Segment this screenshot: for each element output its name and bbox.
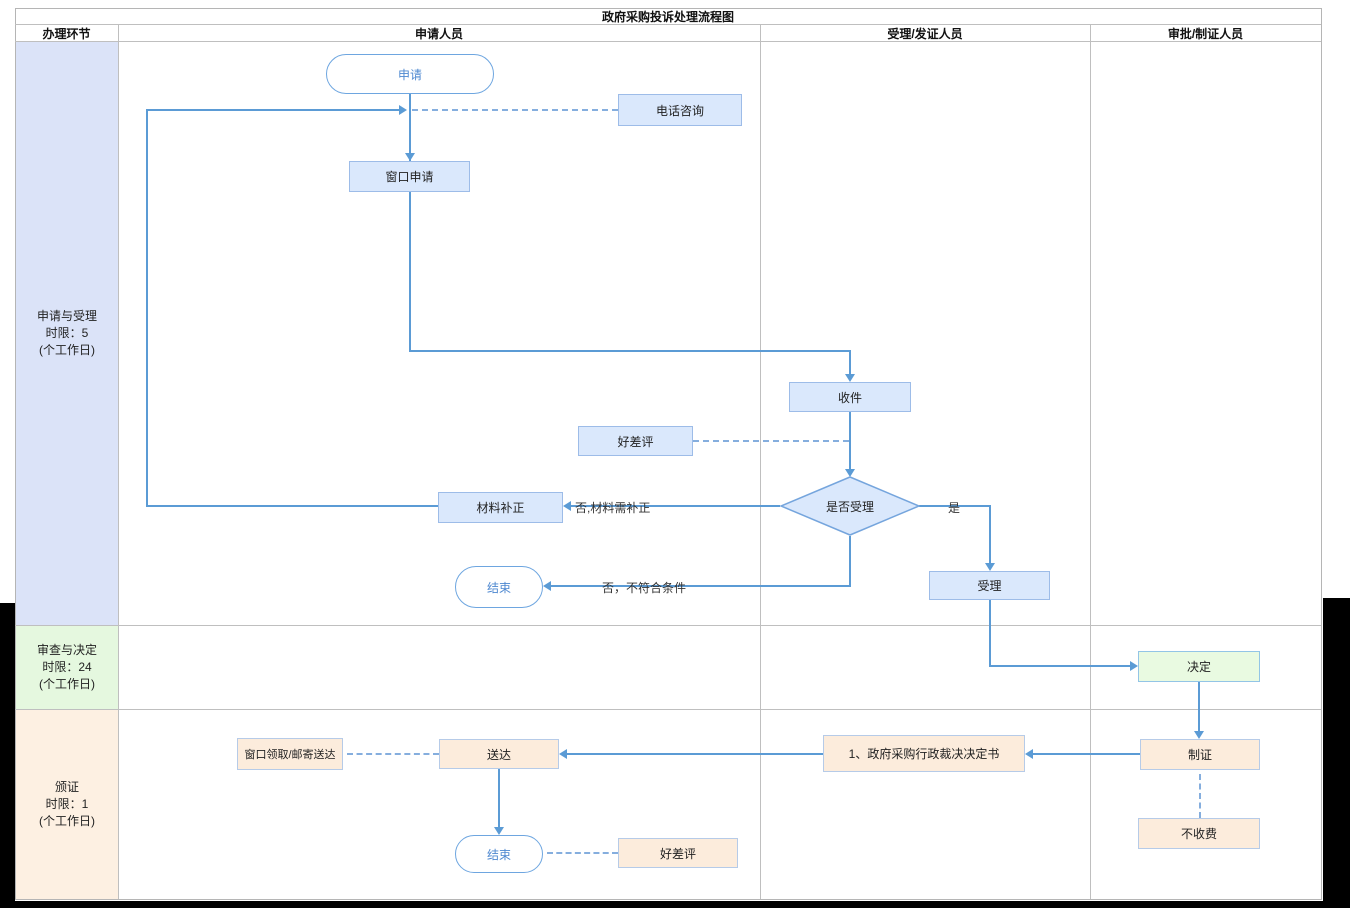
arrowhead-receive [845,374,855,382]
edge-accept-across [989,665,1130,667]
edge-receive-to-decision [849,412,851,469]
edge-review-top-dashed [693,440,849,442]
node-ruling-doc: 1、政府采购行政裁决决定书 [823,735,1025,772]
lane-apply-accept: 申请与受理 时限：5 (个工作日) [16,42,118,625]
edge-yes-down [989,505,991,563]
node-end-bottom: 结束 [455,835,543,873]
diagram-title: 政府采购投诉处理流程图 [601,9,734,24]
column-header-acceptor: 受理/发证人员 [887,26,963,41]
node-receive: 收件 [789,382,911,412]
grid-v-col3 [1090,24,1091,899]
arrowhead-deliver [559,749,567,759]
lane-issue-cert: 颁证 时限：1 (个工作日) [16,710,118,899]
grid-v-col2 [760,24,761,899]
left-black-margin [0,603,15,908]
arrowhead-make-cert [1194,731,1204,739]
edge-review-bottom-dashed [547,852,618,854]
edge-apply-to-window [409,94,411,161]
edge-no-fee-dashed [1199,774,1201,818]
edge-fix-loop-vertical [146,109,148,507]
node-make-cert: 制证 [1140,739,1260,770]
lane-unit: (个工作日) [39,814,95,828]
edge-cert-to-doc [1033,753,1140,755]
edge-phone-consult-dashed [412,109,618,111]
edge-decision-to-fix [571,505,780,507]
arrowhead-material-fix [563,501,571,511]
lane-name: 申请与受理 [36,309,97,323]
arrowhead-decision [845,469,855,477]
node-review-bottom: 好差评 [618,838,738,868]
arrowhead-accept [985,563,995,571]
arrowhead-decide [1130,661,1138,671]
column-header-stage: 办理环节 [42,26,91,41]
node-review-top: 好差评 [578,426,693,456]
edge-decide-down [1198,682,1200,731]
node-material-fix: 材料补正 [438,492,563,523]
decision-label: 是否受理 [825,499,874,514]
node-start: 申请 [326,54,494,94]
lane-limit: 时限：24 [42,660,92,674]
arrowhead-end-bottom [494,827,504,835]
edge-window-down [409,192,411,352]
arrowhead-end-top [543,581,551,591]
node-deliver: 送达 [439,739,559,769]
edge-doc-to-deliver [567,753,823,755]
lane-limit: 时限：5 [45,326,89,340]
edge-decision-yes [919,505,991,507]
arrowhead-loop-junction [399,105,407,115]
edge-label-need-fix: 否,材料需补正 [575,501,651,515]
grid-h-header [15,41,1321,42]
lane-name: 颁证 [54,780,79,794]
edge-fix-loop-bottom [146,505,438,507]
lane-unit: (个工作日) [39,343,95,357]
edge-pickup-dashed [347,753,439,755]
table-frame [15,8,1322,900]
node-window-apply: 窗口申请 [349,161,470,192]
arrowhead-ruling-doc [1025,749,1033,759]
lane-limit: 时限：1 [45,797,89,811]
edge-deliver-down [498,769,500,827]
edge-no-across [551,585,851,587]
grid-h-lane2 [15,709,1321,710]
node-decide: 决定 [1138,651,1260,682]
column-header-approver: 审批/制证人员 [1167,26,1244,41]
grid-h-title [15,24,1321,25]
lane-unit: (个工作日) [39,677,95,691]
lane-review-decide: 审查与决定 时限：24 (个工作日) [16,626,118,709]
edge-no-down [849,536,851,587]
edge-label-not-qualified: 否，不符合条件 [602,581,687,595]
edge-fix-loop-top [146,109,399,111]
node-pickup: 窗口领取/邮寄送达 [237,738,343,770]
right-black-margin [1323,598,1350,908]
edge-into-receive [849,350,851,374]
node-accept-decision: 是否受理 [779,476,921,536]
decision-diamond-shape [779,476,921,536]
arrowhead-window-apply [405,153,415,161]
grid-v-col1 [118,24,119,899]
node-phone-consult: 电话咨询 [618,94,742,126]
edge-accept-down [989,600,991,667]
lane-name: 审查与决定 [36,643,97,657]
bottom-black-margin [0,901,1350,908]
node-accept: 受理 [929,571,1050,600]
edge-label-yes: 是 [948,501,961,515]
node-no-fee: 不收费 [1138,818,1260,849]
column-header-applicant: 申请人员 [414,26,463,41]
edge-window-across [409,350,851,352]
node-end-top: 结束 [455,566,543,608]
grid-h-lane1 [15,625,1321,626]
